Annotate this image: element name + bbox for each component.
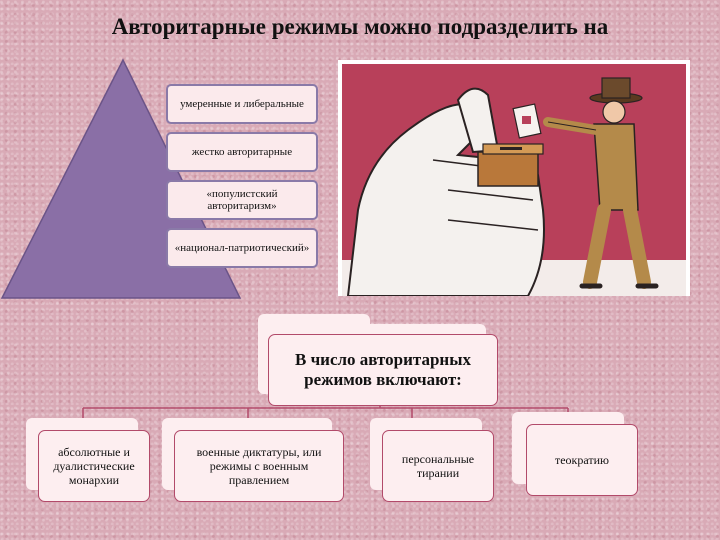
pyramid-level-1: умеренные и либеральные [166,84,318,124]
child-node-tyrannies: персональные тирании [382,430,494,502]
pyramid-level-4: «национал-патриотический» [166,228,318,268]
voting-illustration [338,60,690,296]
pyramid-level-2: жестко авторитарные [166,132,318,172]
root-node: В число авторитарных режимов включают: [268,334,498,406]
page-title: Авторитарные режимы можно подразделить н… [111,14,609,39]
pyramid-level-3: «популистский авторитаризм» [166,180,318,220]
child-node-military: военные диктатуры, или режимы с военным … [174,430,344,502]
child-node-theocracy: теократию [526,424,638,496]
child-node-monarchies: абсолютные и дуалистические монархии [38,430,150,502]
voting-cartoon-image [338,60,690,296]
